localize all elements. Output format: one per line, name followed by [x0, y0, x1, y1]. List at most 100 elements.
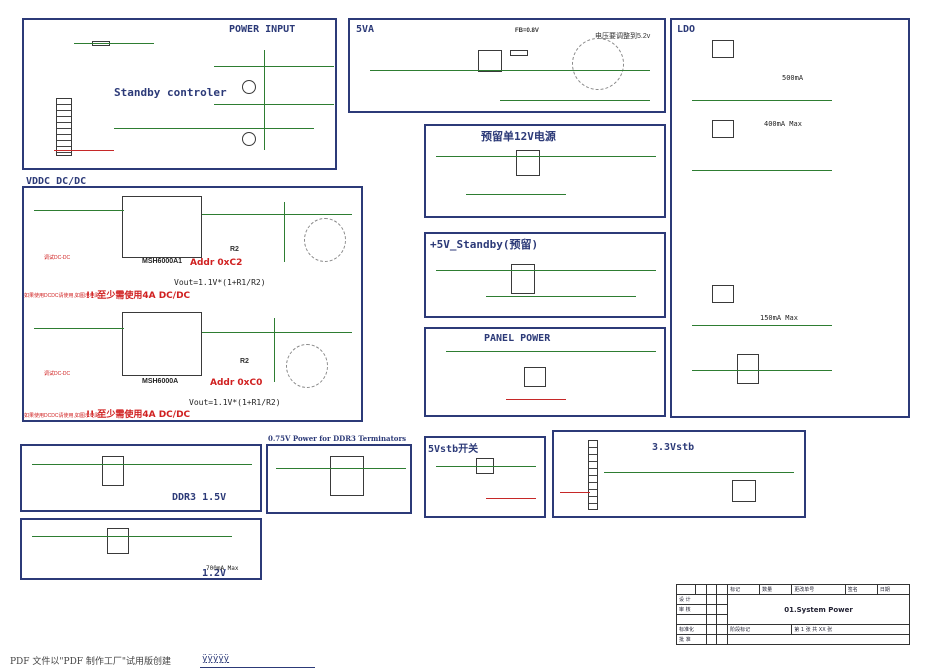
tb-header-change: 更改单号 — [791, 584, 846, 595]
ddr3-regulator-ic — [102, 456, 124, 486]
v12b-current-note: 700mA Max — [206, 565, 239, 572]
ldo-regulator-1 — [712, 40, 734, 58]
dcdc2-dash-circle — [286, 344, 328, 388]
pdf-footer: PDF 文件以"PDF 制作工厂"试用版创建 — [10, 657, 172, 667]
panel-mosfet — [524, 367, 546, 387]
standby-controller-title: Standby controler — [114, 86, 227, 99]
va5-regulator-ic — [478, 50, 502, 72]
title-block: 标记 数量 更改单号 签名 日期 设 计 01.System Power 审 核… — [676, 584, 911, 645]
panel-power-title: PANEL POWER — [484, 333, 551, 344]
tb-row-review: 审 核 — [676, 604, 707, 615]
dcdc2-ic-name: MSH6000A — [142, 378, 179, 385]
tb-sheet-number: 第 1 张 共 XX 张 — [791, 624, 910, 635]
dcdc2-r2: R2 — [240, 358, 249, 365]
va5-note: 电压要调整到5.2v — [595, 33, 651, 40]
tb-row-design: 设 计 — [676, 594, 707, 605]
v12b-regulator-ic — [107, 528, 129, 554]
wire — [114, 128, 314, 129]
wire — [446, 351, 656, 352]
wire — [32, 536, 232, 537]
v33-title: 3.3Vstb — [652, 442, 695, 453]
v33-block: 3.3Vstb — [552, 430, 806, 518]
v5stb-switch-title: 5Vstb开关 — [428, 444, 479, 455]
ldo-current-150: 150mA Max — [760, 314, 798, 322]
dcdc1-formula: Vout=1.1V*(1+R1/R2) — [174, 278, 266, 287]
v12b-title: 1.2V — [202, 568, 227, 579]
vddc-block: VDDC DC/DC MSH6000A1 Addr 0xC2 R2 Vout=1… — [22, 176, 363, 422]
wire — [370, 70, 650, 71]
dcdc1-ic-name: MSH6000A1 — [142, 258, 183, 265]
power-input-block: POWER INPUT Standby controler — [22, 18, 337, 170]
v5stby-block: +5V_Standby(预留) — [424, 232, 666, 318]
v5stby-regulator-ic — [511, 264, 535, 294]
wire — [32, 464, 252, 465]
wire — [692, 325, 832, 326]
dcdc2-warning: !! 至少需使用4A DC/DC — [86, 410, 191, 420]
v5stb-switch-block: 5Vstb开关 — [424, 436, 546, 518]
wire — [436, 466, 536, 467]
dcdc1-warning: !! 至少需使用4A DC/DC — [86, 291, 191, 301]
ldo-current-500: 500mA — [782, 74, 804, 82]
wire — [500, 100, 650, 101]
wire — [74, 43, 154, 44]
vddc-title: VDDC DC/DC — [26, 176, 87, 187]
v12b-block: 1.2V 700mA Max — [20, 518, 262, 580]
transistor-q1 — [242, 80, 256, 94]
wire — [692, 100, 832, 101]
dcdc1-r2: R2 — [230, 246, 239, 253]
wire — [692, 370, 832, 371]
ddr3-title: DDR3 1.5V — [172, 492, 227, 503]
tb-sheet-mark: 阶段标记 — [727, 624, 793, 635]
va5-block: 5VA FB=0.8V 电压要调整到5.2v — [348, 18, 666, 113]
tb-header-mark: 标记 — [727, 584, 761, 595]
dcdc2-addr: Addr 0xC0 — [210, 378, 263, 388]
tb-header-sign: 签名 — [844, 584, 878, 595]
v12-block: 预留单12V电源 — [424, 124, 666, 218]
wire — [274, 318, 275, 382]
vtt-regulator-ic — [330, 456, 364, 496]
dcdc2-warn-prefix: 如果使用DCDC请使用,如图示电路 — [24, 413, 100, 419]
power-input-title: POWER INPUT — [229, 24, 296, 35]
ldo-current-400: 400mA Max — [764, 120, 802, 128]
wire — [692, 170, 832, 171]
tb-header-qty: 数量 — [759, 584, 793, 595]
vtt-block — [266, 444, 412, 514]
wire — [436, 156, 656, 157]
wire — [604, 472, 794, 473]
wire — [560, 492, 590, 493]
tb-row-approve: 批 准 — [676, 634, 707, 645]
ldo-regulator-4 — [737, 354, 759, 384]
wire — [54, 150, 114, 151]
v33-regulator-ic — [732, 480, 756, 502]
wire — [486, 498, 536, 499]
v12-title: 预留单12V电源 — [481, 130, 556, 143]
dcdc2-fb-note: 调试DC-DC — [44, 371, 71, 377]
va5-title: 5VA — [356, 24, 375, 35]
pdf-footer-link[interactable]: ÿÿÿÿÿ — [202, 654, 230, 664]
v12-regulator-ic — [516, 150, 540, 176]
tb-row-standard: 标准化 — [676, 624, 707, 635]
wire — [202, 214, 352, 215]
ddr3-block: DDR3 1.5V — [20, 444, 262, 512]
wire — [214, 104, 334, 105]
wire — [214, 66, 334, 67]
ldo-block: LDO 500mA 400mA Max 150mA Max — [670, 18, 910, 418]
panel-power-block: PANEL POWER — [424, 327, 666, 417]
dcdc1-addr: Addr 0xC2 — [190, 258, 243, 268]
vtt-title: 0.75V Power for DDR3 Terminators — [268, 434, 407, 443]
dcdc2-ic — [122, 312, 202, 376]
wire — [202, 332, 352, 333]
sheet-title: 01.System Power — [727, 594, 910, 625]
dcdc1-fb-note: 调试DC-DC — [44, 255, 71, 261]
va5-inductor — [510, 50, 528, 56]
dcdc1-ic — [122, 196, 202, 258]
footer-underline — [200, 667, 315, 668]
dcdc2-formula: Vout=1.1V*(1+R1/R2) — [189, 398, 281, 407]
ldo-title: LDO — [677, 24, 696, 35]
wire — [466, 194, 566, 195]
wire — [506, 399, 566, 400]
fb-label: FB=0.8V — [515, 28, 539, 34]
dcdc1-dash-circle — [304, 218, 346, 262]
ldo-regulator-2 — [712, 120, 734, 138]
